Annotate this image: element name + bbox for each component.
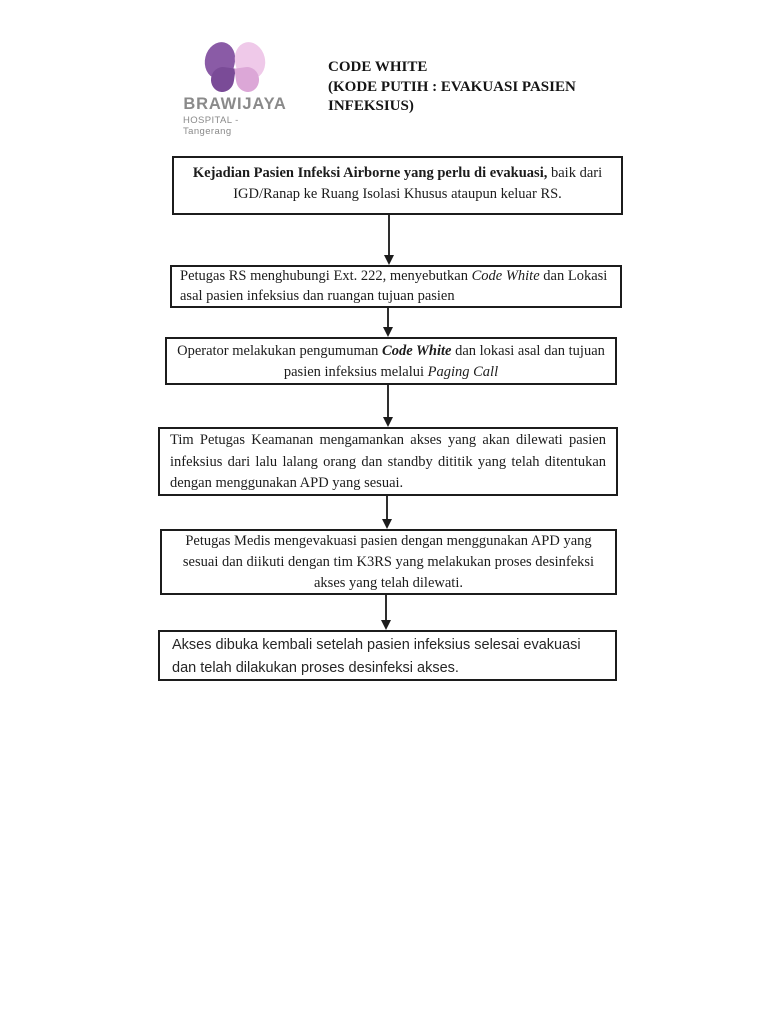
flow-step-2-code-white: Code White	[471, 268, 540, 284]
logo-hospital-name: BRAWIJAYA	[183, 95, 287, 113]
flow-step-6-akses-dibuka: Akses dibuka kembali setelah pasien infe…	[158, 630, 617, 681]
flow-step-2-petugas-rs: Petugas RS menghubungi Ext. 222, menyebu…	[170, 265, 622, 308]
flow-step-5-petugas-medis: Petugas Medis mengevakuasi pasien dengan…	[160, 529, 617, 595]
flow-arrow-down-2	[382, 308, 394, 337]
flow-arrow-down-1	[383, 215, 395, 265]
flow-arrow-down-3	[382, 385, 394, 427]
flow-step-4-text: Tim Petugas Keamanan mengamankan akses y…	[170, 432, 606, 491]
flow-step-1-text: baik dari IGD/Ranap ke Ruang Isolasi Khu…	[233, 165, 603, 202]
flow-step-2-text-2: dan Lokasi asal pasien infeksius dan rua…	[180, 268, 608, 304]
arrow-shaft	[387, 385, 389, 417]
arrow-shaft	[388, 215, 390, 255]
flow-arrow-down-5	[380, 595, 392, 630]
arrow-head-icon	[383, 417, 393, 427]
title-line-3: INFEKSIUS)	[328, 98, 414, 114]
logo-hospital-location: HOSPITAL - Tangerang	[183, 115, 239, 137]
arrow-head-icon	[384, 255, 394, 265]
flow-step-4-tim-keamanan: Tim Petugas Keamanan mengamankan akses y…	[158, 427, 618, 496]
title-line-2: (KODE PUTIH : EVAKUASI PASIEN	[328, 78, 576, 95]
flow-step-3-operator: Operator melakukan pengumuman Code White…	[165, 337, 617, 385]
arrow-head-icon	[382, 519, 392, 529]
arrow-head-icon	[383, 327, 393, 337]
arrow-head-icon	[381, 620, 391, 630]
flow-step-1-kejadian-pasien: Kejadian Pasien Infeksi Airborne yang pe…	[172, 156, 623, 215]
flow-step-3-code-white: Code White	[382, 343, 452, 359]
flow-arrow-down-4	[381, 496, 393, 529]
arrow-shaft	[385, 595, 387, 620]
page-title: CODE WHITE (KODE PUTIH : EVAKUASI PASIEN…	[328, 58, 576, 117]
flow-step-5-text: Petugas Medis mengevakuasi pasien dengan…	[182, 533, 595, 591]
flow-step-3-paging-call: Paging Call	[427, 364, 499, 380]
arrow-shaft	[386, 496, 388, 519]
hospital-logo: BRAWIJAYA HOSPITAL - Tangerang	[183, 38, 287, 137]
butterfly-logo-icon	[200, 38, 270, 94]
title-line-1: CODE WHITE	[328, 59, 428, 75]
flow-step-3-text-2: dan lokasi asal dan tujuan pasien infeks…	[283, 343, 605, 380]
flow-step-2-text: Petugas RS menghubungi Ext. 222, menyebu…	[180, 268, 472, 284]
arrow-shaft	[387, 308, 389, 327]
flow-step-3-text: Operator melakukan pengumuman	[177, 343, 383, 359]
flow-step-1-bold-text: Kejadian Pasien Infeksi Airborne yang pe…	[192, 165, 548, 181]
flow-step-6-text: Akses dibuka kembali setelah pasien infe…	[172, 637, 581, 676]
